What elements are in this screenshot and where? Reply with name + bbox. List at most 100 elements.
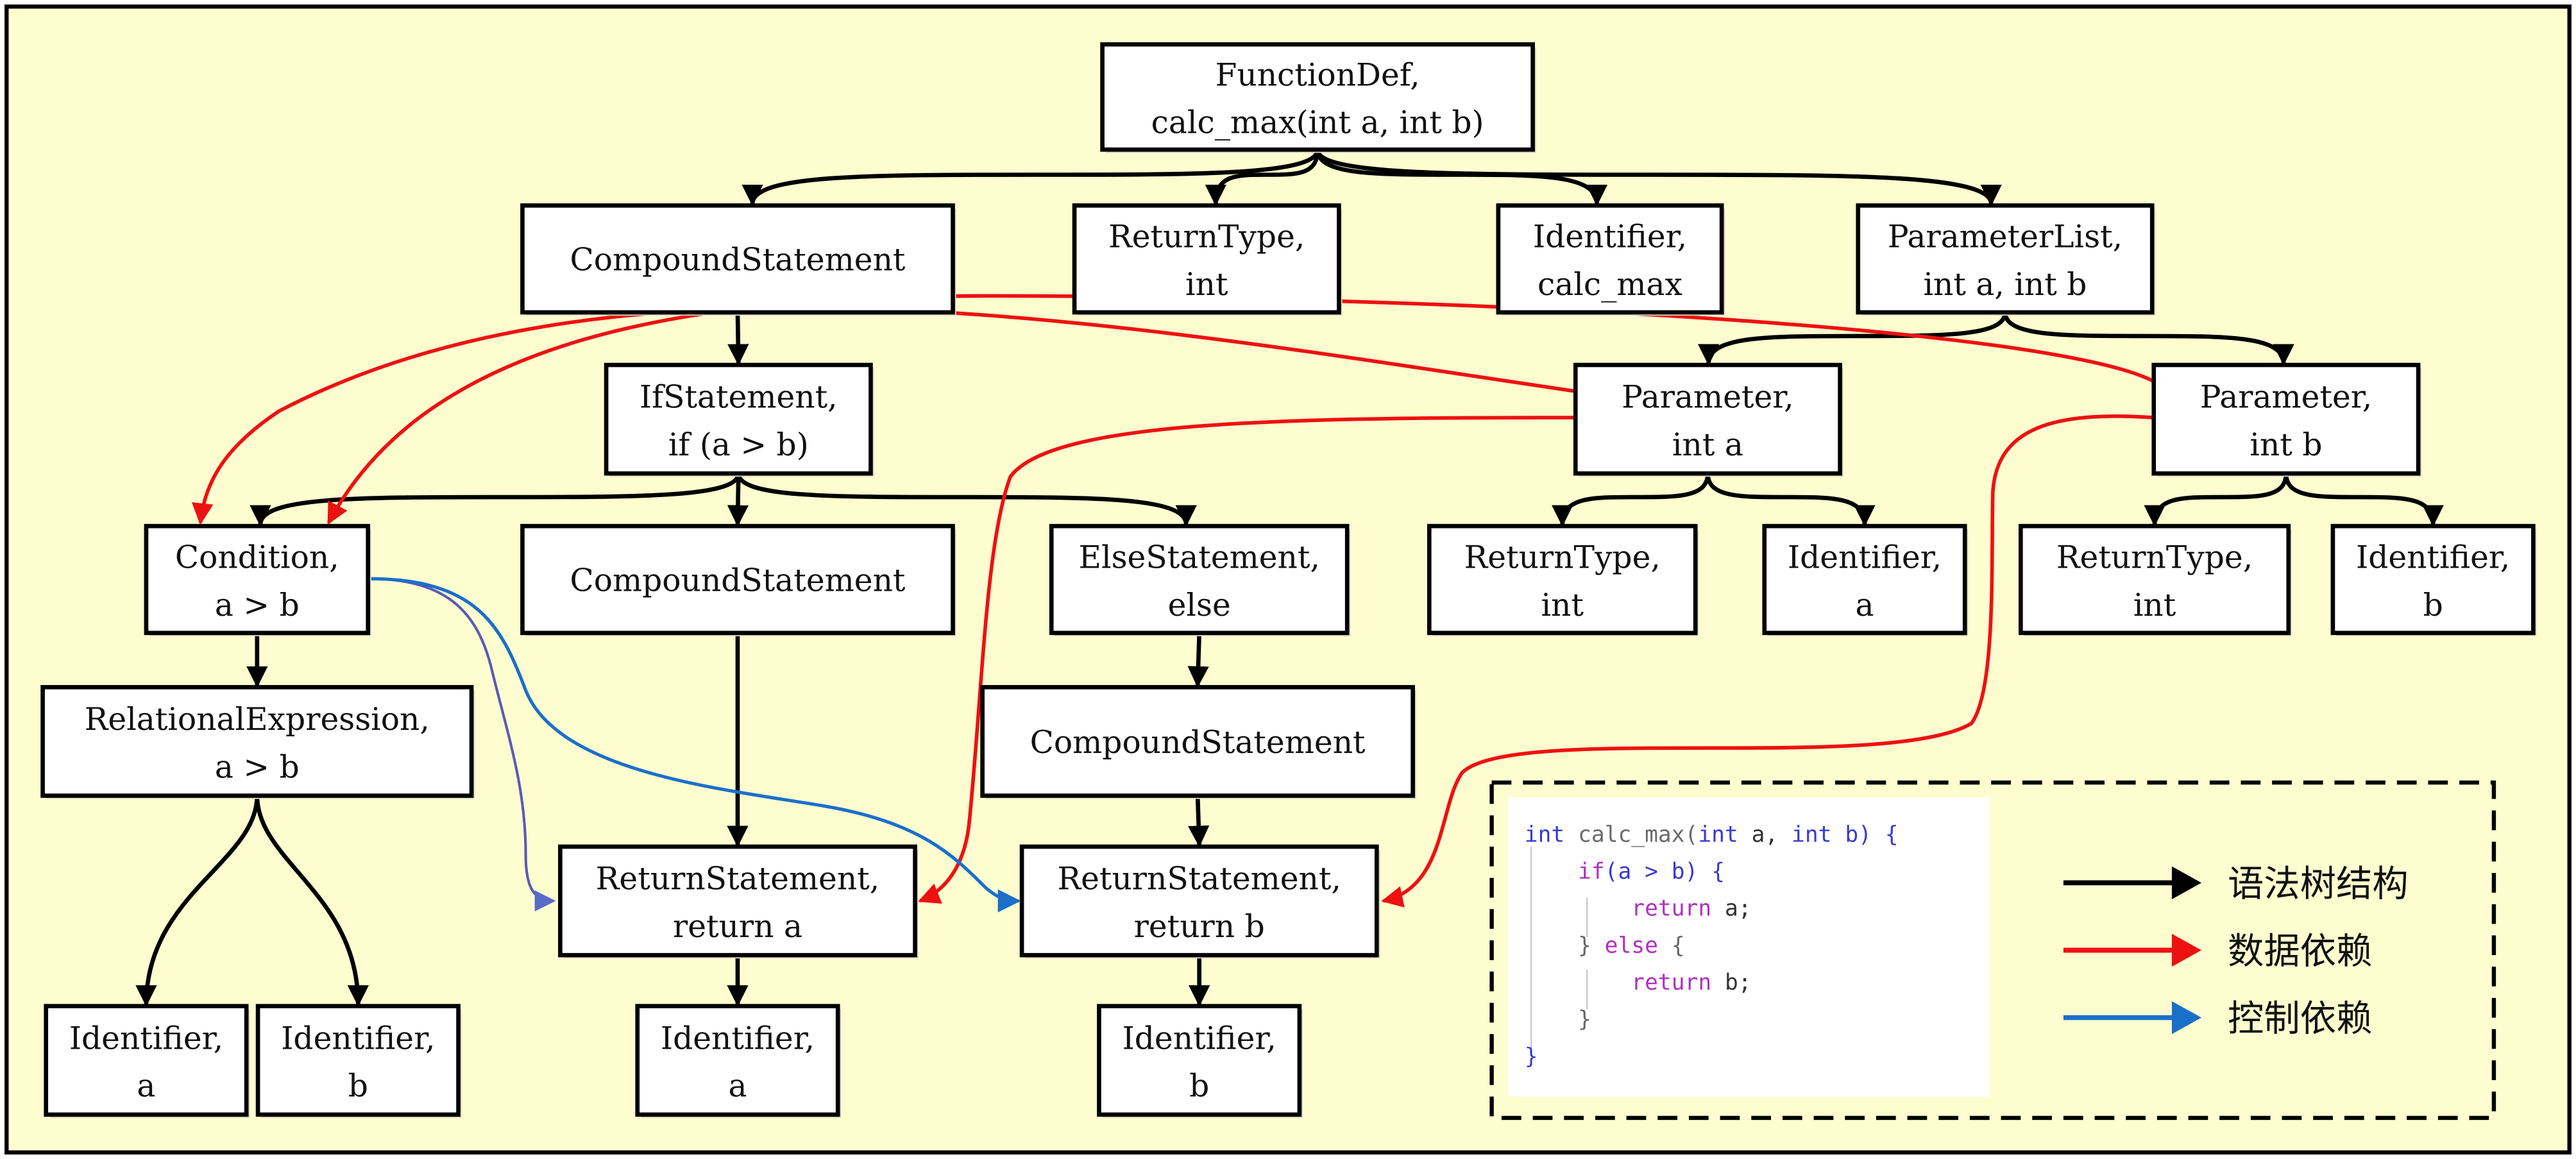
ast-nodes: FunctionDef, calc_max(int a, int b) Compou… bbox=[40, 42, 2537, 1118]
node-label-line: a > b bbox=[215, 588, 300, 623]
code-token: } bbox=[1525, 1044, 1538, 1069]
code-token: } bbox=[1525, 933, 1605, 958]
ast-node-returntype-a: ReturnType,int bbox=[1427, 523, 1699, 636]
node-box bbox=[1072, 203, 1341, 315]
code-token bbox=[1525, 896, 1631, 922]
node-label-line: ReturnStatement, bbox=[596, 861, 879, 897]
control-dependency-edges bbox=[368, 577, 1021, 913]
node-label-line: a bbox=[728, 1069, 747, 1104]
node-label-line: return b bbox=[1134, 909, 1265, 945]
node-box bbox=[2151, 362, 2421, 476]
node-label-line: Identifier, bbox=[1123, 1020, 1276, 1056]
tree-edge-functiondef-to-compound1 bbox=[741, 149, 1320, 207]
node-label-line: ReturnType, bbox=[1108, 219, 1305, 255]
ast-node-parameterlist: ParameterList,int a, int b bbox=[1856, 203, 2156, 316]
node-label-line: ParameterList, bbox=[1888, 219, 2123, 255]
node-box bbox=[1496, 203, 1724, 315]
node-label-line: calc_max(int a, int b) bbox=[1151, 105, 1484, 141]
code-line: } bbox=[1525, 1007, 1591, 1033]
legend-arrowhead-data-icon bbox=[2171, 933, 2202, 967]
code-token: int bbox=[1698, 822, 1738, 847]
node-box bbox=[1427, 523, 1698, 636]
node-label-line: a bbox=[137, 1069, 155, 1104]
ast-node-identifier-pa: Identifier, a bbox=[1762, 523, 1969, 636]
node-label-line: Identifier, bbox=[69, 1020, 223, 1056]
code-token: (a > b) { bbox=[1605, 859, 1725, 884]
tree-edge-parameterlist-to-param-b bbox=[2003, 312, 2294, 366]
legend-item-data: 数据依赖 bbox=[2063, 931, 2372, 972]
ast-node-returntype-fn: ReturnType, int bbox=[1072, 203, 1343, 316]
tree-edge-relational-to-identifier-rel-a bbox=[135, 795, 260, 1007]
data-dependency-edge-param-a-to-return-a bbox=[918, 416, 1576, 904]
code-token: a; bbox=[1711, 896, 1751, 922]
code-token: { bbox=[1658, 933, 1685, 958]
tree-edges bbox=[135, 149, 2444, 1007]
code-token: b) { bbox=[1832, 822, 1899, 847]
ast-node-identifier-fn: Identifier,calc_max bbox=[1496, 203, 1725, 316]
node-label-line: int bbox=[2133, 588, 2176, 623]
node-label-line: int a bbox=[1672, 427, 1743, 463]
node-label-line: b bbox=[2423, 588, 2443, 623]
ast-node-condition: Condition, a > b bbox=[144, 523, 371, 636]
node-label-line: int b bbox=[2250, 427, 2322, 463]
node-box bbox=[1019, 844, 1379, 958]
code-token: int bbox=[1525, 822, 1564, 847]
tree-edge-relational-to-identifier-rel-b bbox=[255, 795, 369, 1007]
node-label-line: Parameter, bbox=[1622, 380, 1793, 416]
node-box bbox=[1856, 203, 2155, 315]
node-label-line: Identifier, bbox=[661, 1020, 815, 1056]
legend-dashed-border bbox=[1489, 780, 2496, 1121]
node-label-line: b bbox=[348, 1069, 368, 1104]
node-label-line: int bbox=[1185, 267, 1228, 303]
node-label-line: FunctionDef, bbox=[1216, 57, 1420, 93]
code-line: if(a > b) { bbox=[1525, 859, 1725, 884]
node-box bbox=[1573, 362, 1842, 476]
ast-node-identifier-rel-a: Identifier, a bbox=[44, 1004, 250, 1118]
node-label-line: Identifier, bbox=[281, 1020, 435, 1056]
node-label-line: if (a > b) bbox=[668, 427, 809, 463]
code-token: if bbox=[1578, 859, 1605, 884]
legend-label-data: 数据依赖 bbox=[2228, 931, 2372, 972]
node-label-line: b bbox=[1189, 1069, 1209, 1104]
legend-arrowhead-control-icon bbox=[2171, 1001, 2202, 1035]
node-box bbox=[980, 685, 1415, 798]
code-line: } bbox=[1525, 1044, 1538, 1069]
code-token: else bbox=[1605, 933, 1658, 958]
node-label-line: Identifier, bbox=[1788, 540, 1942, 576]
ast-node-identifier-rel-b: Identifier, b bbox=[255, 1004, 462, 1118]
node-label-line: ElseStatement, bbox=[1079, 540, 1320, 576]
node-label-line: a bbox=[1855, 588, 1874, 623]
legend-arrowhead-tree-icon bbox=[2171, 866, 2202, 900]
legend-label-control: 控制依赖 bbox=[2228, 998, 2372, 1040]
code-token: return bbox=[1631, 970, 1711, 995]
code-token: calc_max( bbox=[1564, 822, 1698, 847]
node-label-line: RelationalExpression, bbox=[85, 702, 430, 738]
code-token: } bbox=[1525, 1007, 1591, 1033]
tree-edge-elsestatement-to-compound3 bbox=[1187, 632, 1209, 688]
ast-node-param-b: Parameter,int b bbox=[2151, 362, 2422, 477]
node-box bbox=[1100, 42, 1535, 152]
node-box bbox=[2330, 523, 2536, 636]
node-label-line: calc_max bbox=[1538, 267, 1682, 303]
tree-edge-param-b-to-identifier-pb bbox=[2284, 473, 2444, 527]
legend-item-tree: 语法树结构 bbox=[2063, 863, 2409, 905]
node-box bbox=[558, 844, 917, 958]
node-label-line: Condition, bbox=[175, 540, 339, 576]
tree-edge-functiondef-to-parameterlist bbox=[1315, 149, 2002, 207]
ast-node-ifstatement: IfStatement,if (a > b) bbox=[604, 362, 874, 477]
node-box bbox=[40, 685, 474, 798]
ast-node-identifier-ret-a: Identifier, a bbox=[635, 1004, 842, 1118]
node-box bbox=[520, 523, 955, 636]
node-label-line: ReturnType, bbox=[2056, 540, 2253, 576]
node-label-line: ReturnType, bbox=[1464, 540, 1661, 576]
node-label-line: Identifier, bbox=[2356, 540, 2510, 576]
ast-node-compound1: CompoundStatement bbox=[520, 203, 956, 316]
code-line: int calc_max(int a, int b) { bbox=[1525, 822, 1899, 847]
ast-node-returntype-b: ReturnType, int bbox=[2018, 523, 2292, 636]
node-box bbox=[144, 523, 371, 636]
node-label-line: return a bbox=[673, 909, 802, 945]
code-token: int bbox=[1792, 822, 1831, 847]
node-box bbox=[1762, 523, 1967, 636]
node-box bbox=[520, 203, 955, 315]
